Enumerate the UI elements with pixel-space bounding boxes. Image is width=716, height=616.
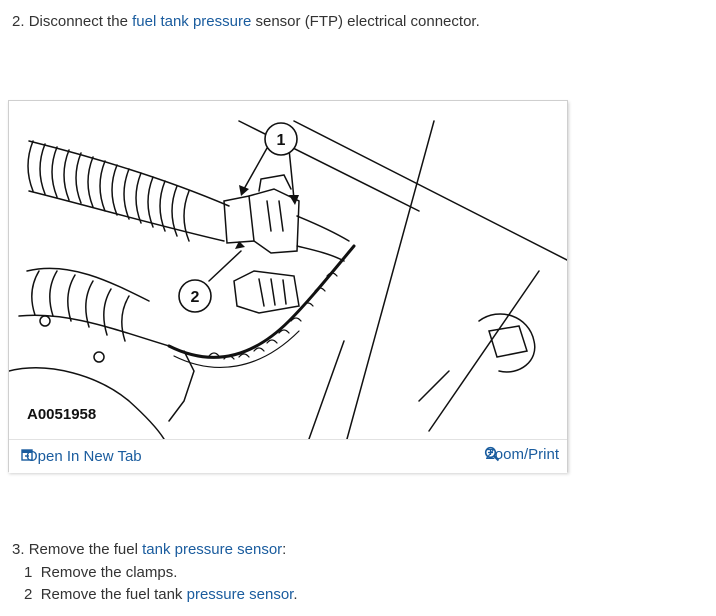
substep-2-post: . <box>293 586 298 603</box>
step-2-number: 2. <box>12 13 25 30</box>
step-2-pre: Disconnect the <box>28 13 128 30</box>
pressure-sensor-link[interactable]: pressure sensor <box>186 586 294 603</box>
substep-1-text: Remove the clamps. <box>40 564 178 581</box>
zoom-print-button[interactable]: Zoom/Print <box>484 446 559 463</box>
substep-1-number: 1 <box>24 564 33 581</box>
callout-1: 1 <box>277 132 286 149</box>
callout-2: 2 <box>191 289 200 306</box>
ftp-sensor-illustration: 1 2 <box>9 120 567 439</box>
fuel-tank-pressure-link[interactable]: fuel tank pressure <box>132 13 252 30</box>
substep-2-pre: Remove the fuel tank <box>40 586 183 603</box>
step-3-pre: Remove the fuel <box>28 541 138 558</box>
open-in-new-tab-label: Open In New Tab <box>26 448 142 465</box>
substep-2-number: 2 <box>24 586 33 603</box>
open-in-new-tab-button[interactable]: Open In New Tab <box>21 448 142 465</box>
figure-code: A0051958 <box>27 406 97 423</box>
step-3-number: 3. <box>12 541 25 558</box>
tank-pressure-sensor-link[interactable]: tank pressure sensor <box>142 541 283 558</box>
substep-2: 2 Remove the fuel tank pressure sensor. <box>24 585 298 605</box>
figure-toolbar: Open In New Tab Zoom/Print <box>9 439 567 473</box>
step-2-text: 2. Disconnect the fuel tank pressure sen… <box>12 12 480 32</box>
step-3-post: : <box>282 541 287 558</box>
substep-1: 1 Remove the clamps. <box>24 563 177 583</box>
zoom-print-label: Zoom/Print <box>485 446 559 463</box>
figure-panel: 1 2 A0051958 Open In New Tab Zoom/Print <box>8 100 568 473</box>
step-2-post: sensor (FTP) electrical connector. <box>255 13 480 30</box>
step-3-text: 3. Remove the fuel tank pressure sensor: <box>12 540 286 560</box>
